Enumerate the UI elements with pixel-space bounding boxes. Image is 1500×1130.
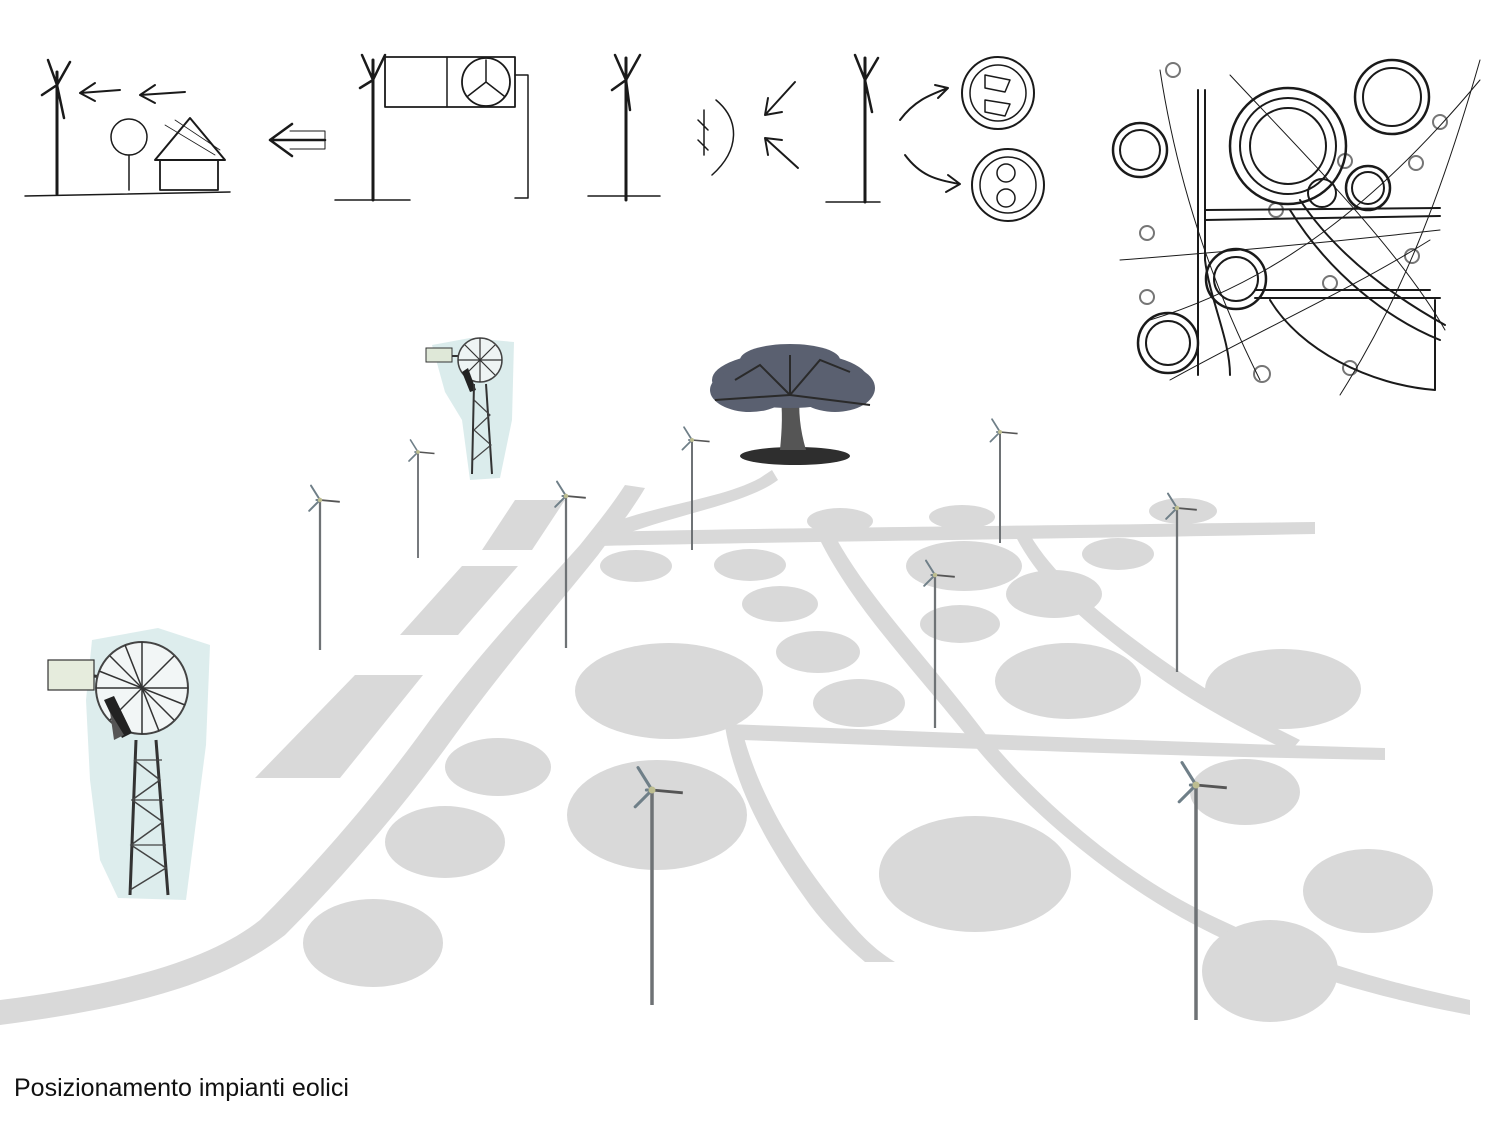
compound-shadow: [929, 505, 995, 529]
sketch-turbine-rotor: [334, 53, 529, 202]
small-wind-turbine-icon: [1177, 761, 1227, 1020]
upper-cross-road: [600, 522, 1315, 546]
lower-branch-road: [725, 726, 895, 962]
compound-shadow: [567, 760, 747, 870]
compound-shadow: [742, 586, 818, 622]
compound-shadow: [1202, 920, 1338, 1022]
compound-shadow: [1149, 498, 1217, 524]
small-wind-turbine-icon: [1165, 492, 1197, 672]
lower-cross-road: [725, 724, 1385, 760]
caption: Posizionamento impianti eolici: [14, 1074, 349, 1102]
small-wind-turbine-icon: [989, 418, 1018, 543]
compound-shadow: [385, 806, 505, 878]
compound-shadow: [920, 605, 1000, 643]
concept-sketches: [24, 53, 1481, 396]
field-1: [482, 500, 565, 550]
compound-shadow: [1190, 759, 1300, 825]
farm-windmill-icon: [425, 337, 514, 480]
compound-shadow: [879, 816, 1071, 932]
compound-shadow: [600, 550, 672, 582]
small-wind-turbine-icon: [308, 484, 340, 650]
arrow-icon: [268, 122, 327, 158]
compound-shadow: [995, 643, 1141, 719]
path-to-tree: [600, 470, 778, 540]
baobab-tree-icon: [710, 344, 875, 465]
small-wind-turbine-icon: [633, 766, 683, 1005]
compound-shadow: [575, 643, 763, 739]
compound-shadow: [1303, 849, 1433, 933]
sketch-site-plan: [1111, 58, 1481, 396]
compound-shadow: [813, 679, 905, 727]
field-2: [400, 566, 518, 635]
sketch-turbine-users: [825, 53, 1045, 222]
small-wind-turbine-icon: [681, 426, 710, 550]
compound-shadow: [1082, 538, 1154, 570]
compound-shadow: [807, 508, 873, 534]
sketch-turbine-wind: [587, 53, 799, 202]
site-plan: [0, 470, 1470, 1025]
compound-shadow: [445, 738, 551, 796]
small-wind-turbine-icon: [923, 559, 955, 728]
field-3: [255, 675, 423, 778]
compound-shadow: [303, 899, 443, 987]
compound-shadow: [1205, 649, 1361, 729]
compound-shadow: [1006, 570, 1102, 618]
compound-shadow: [714, 549, 786, 581]
middle-road: [820, 538, 1470, 1015]
sketch-turbine-to-village: [24, 58, 231, 197]
compound-shadow: [776, 631, 860, 673]
farm-windmill-icon: [47, 628, 210, 900]
right-road: [1015, 535, 1300, 752]
small-wind-turbine-icon: [554, 480, 586, 648]
compound-shadow: [906, 541, 1022, 591]
small-wind-turbine-icon: [408, 439, 435, 558]
turbines: [308, 418, 1227, 1020]
